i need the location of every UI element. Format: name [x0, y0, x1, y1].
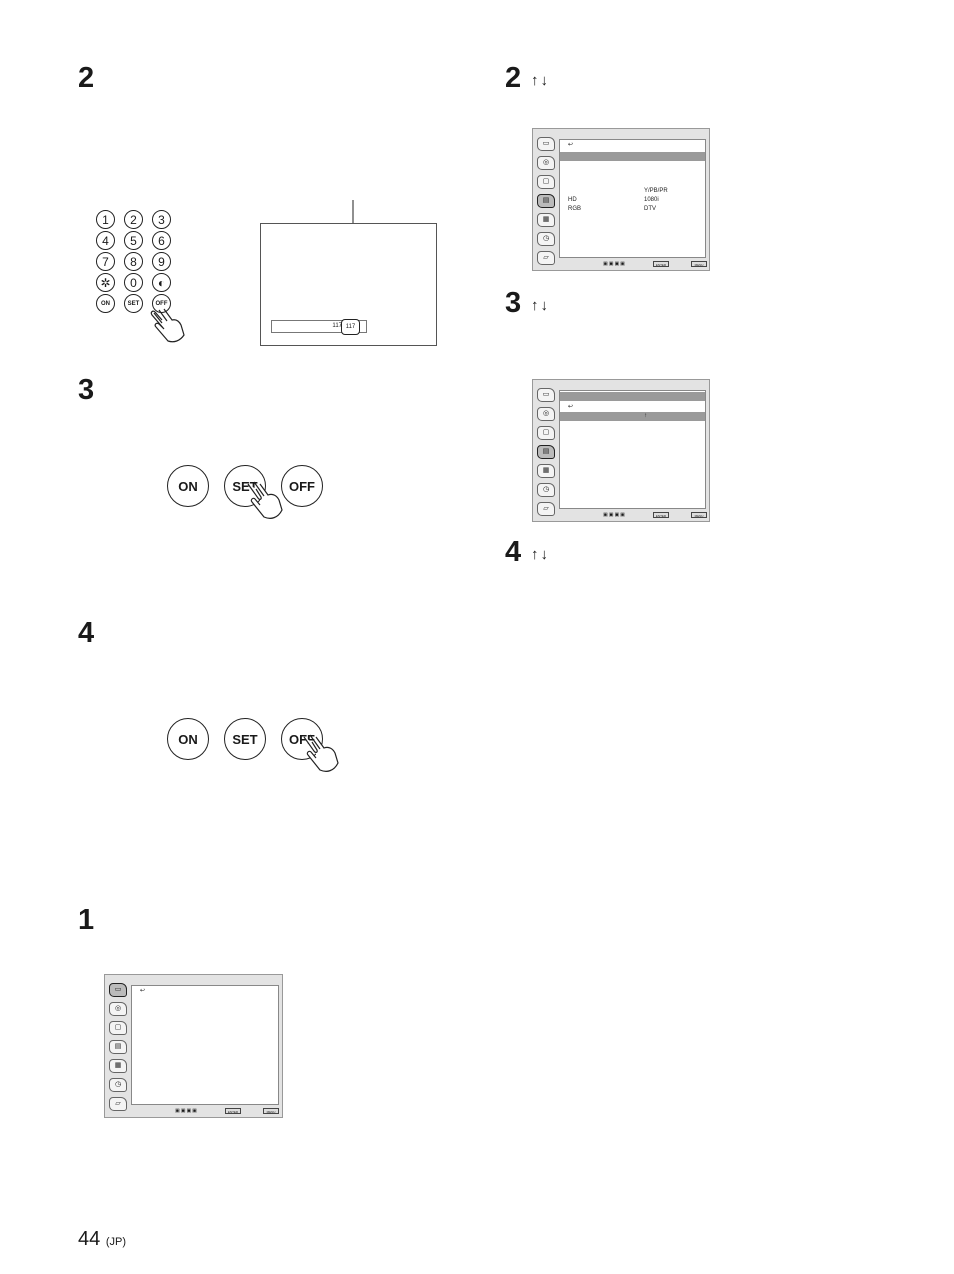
key-8[interactable]: 8	[124, 252, 143, 271]
step-number: 4	[78, 617, 95, 649]
step-number: 4	[505, 536, 522, 568]
osd-footer: ▣▣▣▣ ENTER MENU	[533, 512, 709, 519]
osd-sidebar: ▭ ◎ ▢ ▤ ▦ ◷ ▱	[537, 388, 555, 521]
pointing-hand-icon	[150, 308, 185, 343]
highlight-bar	[560, 152, 705, 161]
set-button[interactable]: SET	[224, 465, 266, 507]
monitor-screen: 117 117	[260, 223, 437, 346]
number-entry-field: 117 117	[271, 319, 367, 335]
step-number: 2	[505, 62, 522, 94]
key-9[interactable]: 9	[152, 252, 171, 271]
enter-key-hint: ENTER	[225, 1108, 241, 1114]
osd-panel: ↩	[131, 985, 279, 1105]
key-0[interactable]: 0	[124, 273, 143, 292]
osd-menu-screen: ▭ ◎ ▢ ▤ ▦ ◷ ▱ ↩ ▣▣▣▣ ENTER MENU	[104, 974, 283, 1118]
sound-menu-icon[interactable]: ◎	[537, 156, 555, 170]
menu-key-hint: MENU	[691, 261, 707, 267]
title-bar	[560, 392, 705, 401]
key-3[interactable]: 3	[152, 210, 171, 229]
osd-sidebar: ▭ ◎ ▢ ▤ ▦ ◷ ▱	[537, 137, 555, 270]
up-down-arrows-icon: ↑↓	[531, 72, 550, 89]
page-number-suffix: (JP)	[105, 1236, 126, 1248]
step-number: 3	[78, 374, 95, 406]
key-6[interactable]: 6	[152, 231, 171, 250]
osd-footer: ▣▣▣▣ ENTER MENU	[533, 261, 709, 268]
osd-menu-screen: ▭ ◎ ▢ ▤ ▦ ◷ ▱ ↩ ↑ ▣▣▣▣ ENTER MENU	[532, 379, 710, 522]
osd-panel: ↩ Y/PB/PR HD 1080i RGB DTV	[559, 139, 706, 258]
language-menu-icon[interactable]: ▱	[109, 1097, 127, 1111]
page-number-value: 44	[78, 1228, 101, 1250]
setup-menu-icon[interactable]: ▦	[537, 464, 555, 478]
osd-row-value: 1080i	[644, 197, 659, 203]
pointing-hand-icon	[303, 734, 339, 772]
set-button[interactable]: SET	[224, 718, 266, 760]
input-setup-menu-icon[interactable]: ▤	[537, 194, 555, 208]
screen-menu-icon[interactable]: ▢	[109, 1021, 127, 1035]
osd-row-value: DTV	[644, 206, 656, 212]
osd-footer: ▣▣▣▣ ENTER MENU	[105, 1108, 282, 1115]
screen-menu-icon[interactable]: ▢	[537, 426, 555, 440]
picture-menu-icon[interactable]: ▭	[109, 983, 127, 997]
return-icon[interactable]: ↩	[568, 142, 574, 148]
off-button[interactable]: OFF	[281, 465, 323, 507]
page-number: 44 (JP)	[78, 1228, 126, 1251]
entry-value: 117	[332, 323, 342, 329]
osd-row-label: Y/PB/PR	[644, 188, 668, 194]
enter-key-hint: ENTER	[653, 261, 669, 267]
brightness-key[interactable]: ✲	[96, 273, 115, 292]
key-5[interactable]: 5	[124, 231, 143, 250]
picture-menu-icon[interactable]: ▭	[537, 388, 555, 402]
pointing-hand-icon	[247, 481, 283, 519]
enter-key-hint: ENTER	[653, 512, 669, 518]
menu-key-hint: MENU	[691, 512, 707, 518]
setup-menu-icon[interactable]: ▦	[109, 1059, 127, 1073]
key-2[interactable]: 2	[124, 210, 143, 229]
language-menu-icon[interactable]: ▱	[537, 502, 555, 516]
input-setup-menu-icon[interactable]: ▤	[109, 1040, 127, 1054]
direction-keys-icon: ▣▣▣▣	[175, 1108, 198, 1114]
timer-menu-icon[interactable]: ◷	[109, 1078, 127, 1092]
step-number: 3	[505, 287, 522, 319]
return-icon[interactable]: ↩	[568, 404, 574, 410]
key-7[interactable]: 7	[96, 252, 115, 271]
direction-keys-icon: ▣▣▣▣	[603, 512, 626, 518]
osd-row-label: RGB	[568, 206, 582, 212]
on-key[interactable]: ON	[96, 294, 115, 313]
key-1[interactable]: 1	[96, 210, 115, 229]
timer-menu-icon[interactable]: ◷	[537, 483, 555, 497]
sound-menu-icon[interactable]: ◎	[109, 1002, 127, 1016]
osd-sidebar: ▭ ◎ ▢ ▤ ▦ ◷ ▱	[109, 983, 127, 1116]
key-4[interactable]: 4	[96, 231, 115, 250]
setup-menu-icon[interactable]: ▦	[537, 213, 555, 227]
timer-menu-icon[interactable]: ◷	[537, 232, 555, 246]
contrast-key[interactable]: ◐	[152, 273, 171, 292]
up-down-arrows-icon: ↑↓	[531, 546, 550, 563]
sun-icon: ✲	[100, 275, 111, 290]
set-key[interactable]: SET	[124, 294, 143, 313]
osd-row-label: HD	[568, 197, 577, 203]
on-button[interactable]: ON	[167, 465, 209, 507]
selection-marker: ↑	[644, 413, 647, 419]
on-button[interactable]: ON	[167, 718, 209, 760]
language-menu-icon[interactable]: ▱	[537, 251, 555, 265]
picture-menu-icon[interactable]: ▭	[537, 137, 555, 151]
up-down-arrows-icon: ↑↓	[531, 297, 550, 314]
step-number: 2	[78, 62, 95, 94]
sound-menu-icon[interactable]: ◎	[537, 407, 555, 421]
return-icon[interactable]: ↩	[140, 988, 146, 994]
highlighted-entry-value: 117	[341, 319, 360, 335]
direction-keys-icon: ▣▣▣▣	[603, 261, 626, 267]
contrast-icon: ◐	[157, 275, 166, 290]
osd-panel: ↩ ↑	[559, 390, 706, 509]
highlight-bar: ↑	[560, 412, 705, 421]
step-number: 1	[78, 904, 95, 936]
menu-key-hint: MENU	[263, 1108, 279, 1114]
osd-menu-screen: ▭ ◎ ▢ ▤ ▦ ◷ ▱ ↩ Y/PB/PR HD 1080i RGB DTV…	[532, 128, 710, 271]
input-setup-menu-icon[interactable]: ▤	[537, 445, 555, 459]
screen-menu-icon[interactable]: ▢	[537, 175, 555, 189]
